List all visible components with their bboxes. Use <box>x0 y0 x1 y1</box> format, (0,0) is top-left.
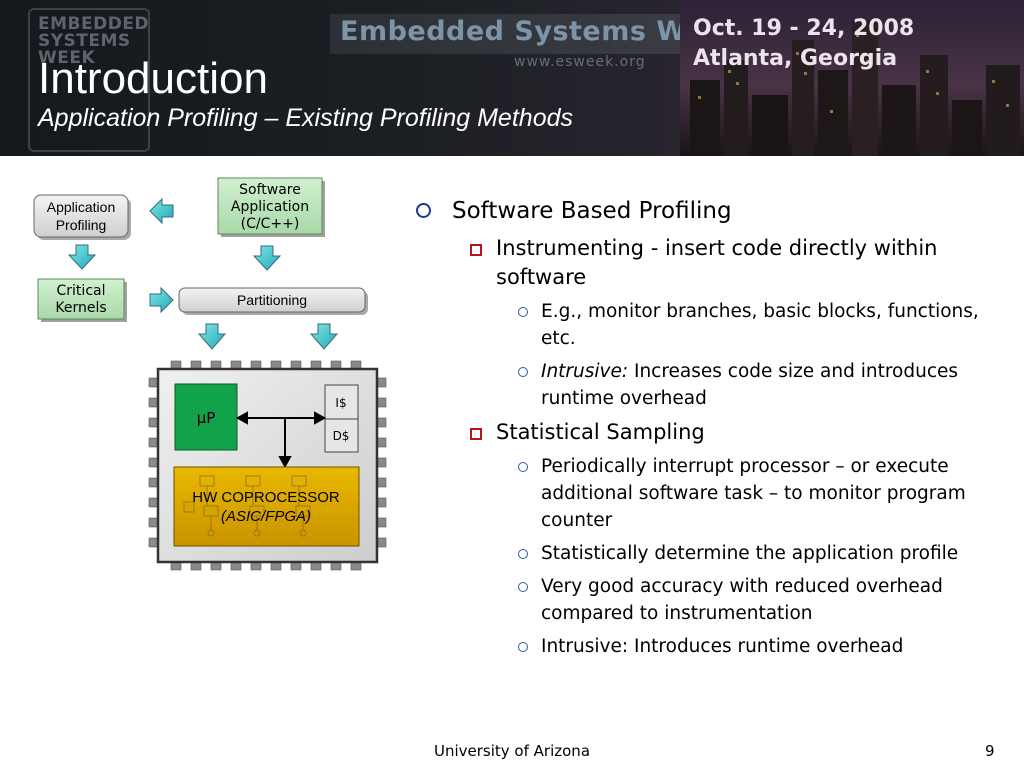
city-skyline-image <box>680 0 1024 156</box>
event-url: www.esweek.org <box>514 54 646 70</box>
bullet-text: monitor branches, basic blocks, function… <box>541 301 979 349</box>
slide-bullets: Software Based Profiling Instrumenting -… <box>408 196 1008 666</box>
bullet-text: Statistical Sampling <box>496 420 705 444</box>
event-dates: Oct. 19 - 24, 2008 <box>693 16 915 41</box>
bullet-text: Very good accuracy with reduced overhead… <box>541 576 943 624</box>
left-arrow-icon <box>149 197 174 225</box>
microprocessor-label: µP <box>197 409 216 427</box>
application-profiling-line1: Application <box>47 199 116 215</box>
down-arrow-icon <box>197 323 227 350</box>
down-arrow-icon <box>67 244 97 270</box>
bullet-instrumenting: Instrumenting - insert code directly wit… <box>408 234 1008 292</box>
esweek-logo-text: EMBEDDED SYSTEMS WEEK <box>38 14 150 68</box>
event-place: Atlanta, Georgia <box>693 46 898 71</box>
bullet-text-prefix: E.g., <box>541 301 583 322</box>
microprocessor-block: µP <box>174 383 238 451</box>
bullet-text: Statistically determine the application … <box>541 543 959 564</box>
square-bullet-icon <box>470 244 482 256</box>
bus-arrows <box>235 411 327 469</box>
slide-title: Introduction <box>38 54 268 103</box>
right-arrow-icon <box>149 286 174 314</box>
critical-kernels-box: Critical Kernels <box>37 278 127 322</box>
down-arrow-icon <box>252 245 282 271</box>
profiling-diagram-svg: Application Profiling Software Applicati… <box>33 177 387 571</box>
profiling-diagram: Application Profiling Software Applicati… <box>0 156 400 596</box>
bullet-emphasis: Intrusive: <box>541 361 629 382</box>
square-bullet-icon <box>470 428 482 440</box>
critical-kernels-line2: Kernels <box>55 300 106 316</box>
event-title-band <box>330 14 690 54</box>
bullet-text: Periodically interrupt processor – or ex… <box>541 456 966 531</box>
partitioning-box: Partitioning <box>178 287 368 315</box>
circle-bullet-icon <box>518 582 528 592</box>
application-profiling-line2: Profiling <box>56 217 107 233</box>
partitioning-label: Partitioning <box>237 292 307 308</box>
circle-bullet-icon <box>518 307 528 317</box>
software-application-line2: Application <box>231 199 309 215</box>
bullet-statistically-determine: Statistically determine the application … <box>408 540 1008 567</box>
event-title: Embedded Systems Week <box>340 16 742 47</box>
header-banner: EMBEDDED SYSTEMS WEEK Embedded Systems W… <box>0 0 1024 156</box>
circle-bullet-icon <box>518 367 528 377</box>
page-number: 9 <box>985 742 995 760</box>
data-cache-label: D$ <box>333 429 350 443</box>
asic-fpga-label: (ASIC/FPGA) <box>221 508 311 525</box>
hw-coprocessor-label: HW COPROCESSOR <box>192 489 340 506</box>
circle-bullet-icon <box>518 462 528 472</box>
slide-subtitle: Application Profiling – Existing Profili… <box>38 104 573 132</box>
bullet-statistical-sampling: Statistical Sampling <box>408 418 1008 447</box>
bullet-text: Intrusive: Introduces runtime overhead <box>541 636 904 657</box>
circle-bullet-icon <box>518 549 528 559</box>
bullet-text: Increases code size and introduces runti… <box>541 361 959 409</box>
software-application-box: Software Application (C/C++) <box>217 177 325 237</box>
bullet-text: Instrumenting - insert code directly wit… <box>496 236 938 289</box>
hw-coprocessor-block: HW COPROCESSOR (ASIC/FPGA) <box>173 466 360 547</box>
data-cache-block: D$ <box>324 418 359 453</box>
bullet-software-based-profiling: Software Based Profiling <box>408 196 1008 226</box>
circle-bullet-icon <box>518 642 528 652</box>
software-application-line1: Software <box>239 182 301 198</box>
bullet-periodically-interrupt: Periodically interrupt processor – or ex… <box>408 453 1008 534</box>
bullet-very-good-accuracy: Very good accuracy with reduced overhead… <box>408 573 1008 627</box>
bullet-intrusive-runtime: Intrusive: Introduces runtime overhead <box>408 633 1008 660</box>
down-arrow-icon <box>309 323 339 350</box>
bullet-text: Software Based Profiling <box>452 198 732 224</box>
bullet-intrusive-code-size: Intrusive: Increases code size and intro… <box>408 358 1008 412</box>
critical-kernels-line1: Critical <box>57 283 106 299</box>
application-profiling-box: Application Profiling <box>33 194 131 240</box>
software-application-line3: (C/C++) <box>241 216 300 232</box>
circle-bullet-icon <box>416 203 431 218</box>
bullet-eg-monitor: E.g., monitor branches, basic blocks, fu… <box>408 298 1008 352</box>
fpga-logic-glyphs <box>183 475 311 537</box>
instruction-cache-label: I$ <box>335 396 346 410</box>
instruction-cache-block: I$ <box>324 384 359 420</box>
footer-organization: University of Arizona <box>434 742 591 760</box>
esweek-logo <box>28 8 150 152</box>
